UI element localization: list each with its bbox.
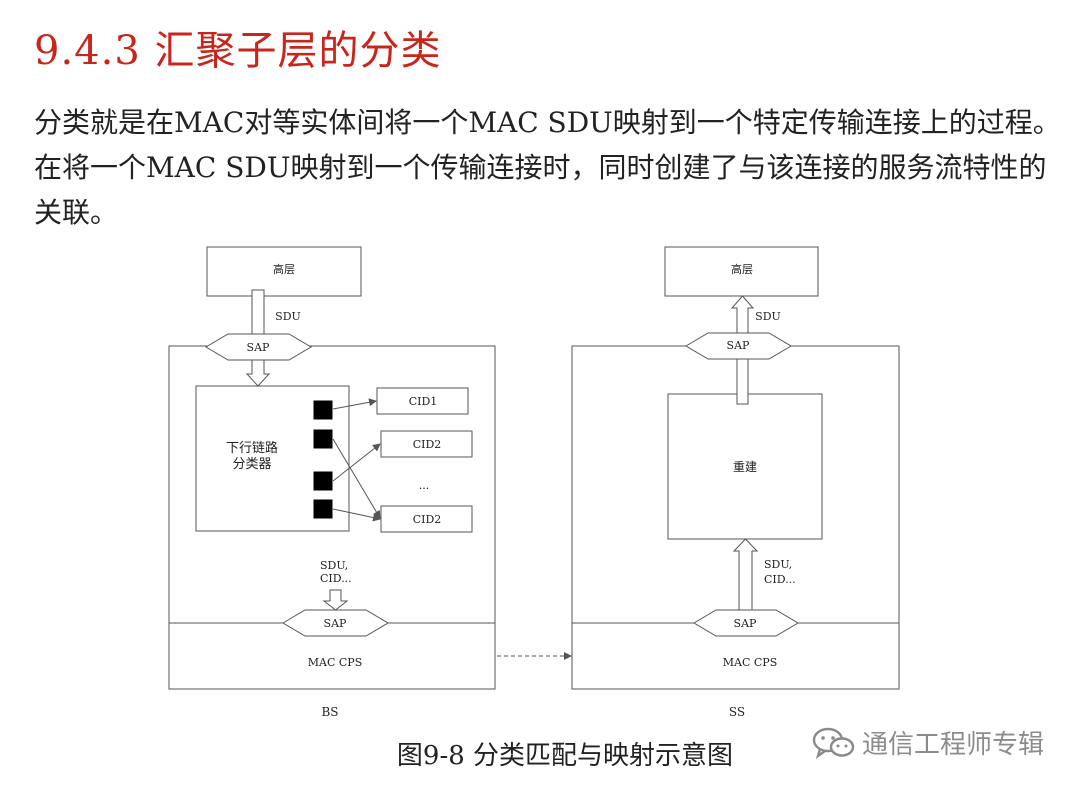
ss-mac-cps-label: MAC CPS <box>723 656 777 669</box>
bs-label: BS <box>321 705 338 719</box>
ss-sap-bottom-hex <box>693 609 799 637</box>
ss-sdu-cid-label-1: SDU, <box>764 558 792 571</box>
bs-cid2a-label: CID2 <box>413 438 442 451</box>
bs-ellipsis-label: ... <box>419 479 430 492</box>
bs-sap-top-label: SAP <box>247 341 270 354</box>
bs-queue-square-3 <box>313 471 333 491</box>
bs-cid2b-label: CID2 <box>413 513 442 526</box>
bs-upper-layer-box <box>206 246 362 297</box>
figure-caption: 图9-8 分类匹配与映射示意图 <box>396 741 734 771</box>
bs-classifier-label-2: 分类器 <box>232 457 271 472</box>
ss-sdu-label: SDU <box>755 310 781 323</box>
bs-cid1-label: CID1 <box>409 395 438 408</box>
bs-cid1-box <box>376 387 469 415</box>
bs-cid2a-box <box>380 430 473 458</box>
bs-sdu-cid-down-arrow <box>322 589 349 611</box>
bs-map-arrow-4 <box>332 508 381 522</box>
bs-map-arrow-1 <box>332 398 377 410</box>
bs-mac-cps-label: MAC CPS <box>308 656 362 669</box>
bs-map-arrow-3 <box>332 443 381 482</box>
ss-upper-layer-label: 高层 <box>731 262 753 276</box>
watermark-text: 通信工程师专辑 <box>862 730 1045 760</box>
ss-label: SS <box>729 705 745 719</box>
bs-sdu-cid-label-2: CID... <box>320 572 352 585</box>
wechat-icon <box>812 727 855 759</box>
bs-upper-layer-label: 高层 <box>273 262 295 276</box>
slide-title: 9.4.3 汇聚子层的分类 <box>34 28 442 74</box>
bs-sap-bottom-label: SAP <box>324 617 347 630</box>
ss-sap-bottom-label: SAP <box>734 617 757 630</box>
bs-map-arrow-2 <box>332 438 381 519</box>
ss-sap-top-label: SAP <box>727 339 750 352</box>
ss-upper-layer-box <box>664 246 819 297</box>
bs-sap-bottom-hex <box>282 609 389 637</box>
watermark: 通信工程师专辑 <box>812 724 1044 761</box>
intro-paragraph: 分类就是在MAC对等实体间将一个MAC SDU映射到一个特定传输连接上的过程。在… <box>34 106 1061 229</box>
bs-queue-square-1 <box>313 400 333 420</box>
ss-rebuild-box <box>667 393 823 540</box>
ss-rebuild-label: 重建 <box>733 460 757 474</box>
bs-sdu-cid-label-1: SDU, <box>320 559 348 572</box>
ss-sdu-cid-up-arrow <box>732 538 759 612</box>
bs-queue-square-2 <box>313 429 333 449</box>
bs-classifier-label-1: 下行链路 <box>226 440 278 456</box>
bs-cid2b-box <box>380 505 473 533</box>
ss-sdu-cid-label-2: CID... <box>764 573 796 586</box>
bs-queue-square-4 <box>313 499 333 519</box>
bs-sap-top-hex <box>205 333 312 361</box>
ss-sap-top-hex <box>685 332 792 360</box>
bs-sdu-label: SDU <box>275 310 301 323</box>
